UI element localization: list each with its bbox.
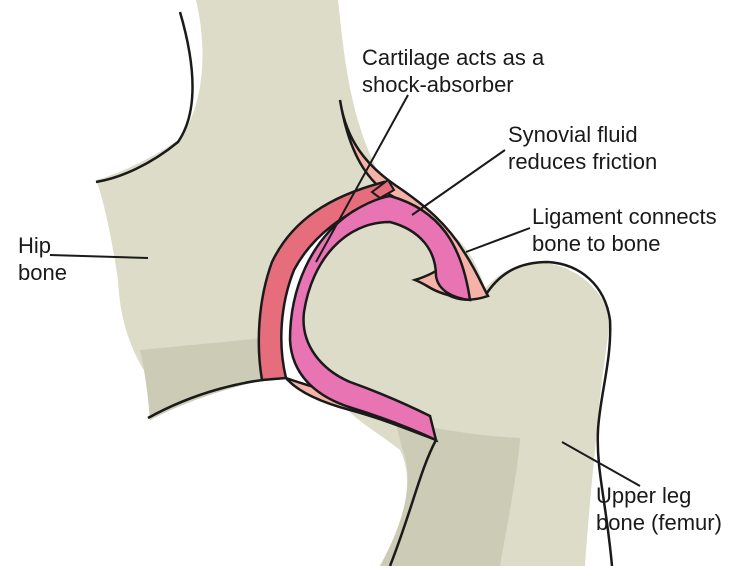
ligament-label-line-1: Ligament connects [532, 204, 717, 229]
hip-bone-shadow [140, 338, 264, 420]
synovial-fluid-label-line-1: Synovial fluid [508, 122, 638, 147]
synovial-fluid-pointer-line [412, 150, 505, 215]
ligament-pointer-line [466, 228, 530, 252]
femur-shadow [380, 420, 520, 566]
femur-label-line-1: Upper leg [596, 483, 691, 508]
cartilage-label-line-2: shock-absorber [362, 72, 514, 97]
hip-bone-label-line-2: bone [18, 260, 67, 285]
femur-label-line-2: bone (femur) [596, 510, 722, 535]
ligament-label-line-2: bone to bone [532, 231, 660, 256]
synovial-fluid-label-line-2: reduces friction [508, 149, 657, 174]
cartilage-label-line-1: Cartilage acts as a [362, 45, 544, 70]
hip-bone-label-line-1: Hip [18, 233, 51, 258]
